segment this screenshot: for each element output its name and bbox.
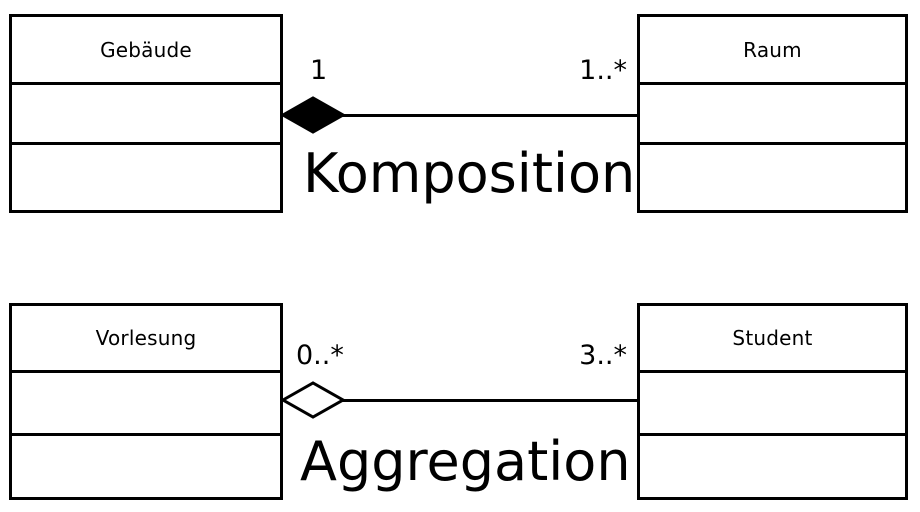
association-line-aggregation[interactable]: [340, 399, 639, 402]
class-attributes-compartment: [12, 85, 280, 145]
class-attributes-compartment: [640, 85, 905, 145]
multiplicity-source-aggregation: 0..*: [296, 340, 344, 371]
class-attributes-compartment: [640, 373, 905, 436]
class-name-compartment: Student: [640, 306, 905, 373]
relationship-caption-komposition: Komposition: [303, 142, 636, 205]
class-operations-compartment: [12, 145, 280, 210]
filled-diamond-icon: [281, 95, 345, 135]
hollow-diamond-icon: [281, 380, 345, 420]
class-operations-compartment: [12, 436, 280, 497]
multiplicity-target-aggregation: 3..*: [579, 340, 627, 371]
class-box-raum[interactable]: Raum: [637, 14, 908, 213]
class-operations-compartment: [640, 436, 905, 497]
class-name-compartment: Vorlesung: [12, 306, 280, 373]
relationship-caption-aggregation: Aggregation: [300, 430, 631, 493]
multiplicity-source-komposition: 1: [310, 55, 328, 86]
class-name-label: Raum: [743, 37, 802, 62]
class-name-label: Vorlesung: [95, 326, 197, 350]
class-name-label: Student: [732, 326, 813, 350]
class-box-vorlesung[interactable]: Vorlesung: [9, 303, 283, 500]
class-box-student[interactable]: Student: [637, 303, 908, 500]
class-attributes-compartment: [12, 373, 280, 436]
class-box-gebaeude[interactable]: Gebäude: [9, 14, 283, 213]
multiplicity-target-komposition: 1..*: [579, 55, 627, 86]
association-line-komposition[interactable]: [340, 114, 639, 117]
class-name-compartment: Raum: [640, 17, 905, 85]
class-name-compartment: Gebäude: [12, 17, 280, 85]
class-operations-compartment: [640, 145, 905, 210]
class-name-label: Gebäude: [100, 37, 192, 62]
